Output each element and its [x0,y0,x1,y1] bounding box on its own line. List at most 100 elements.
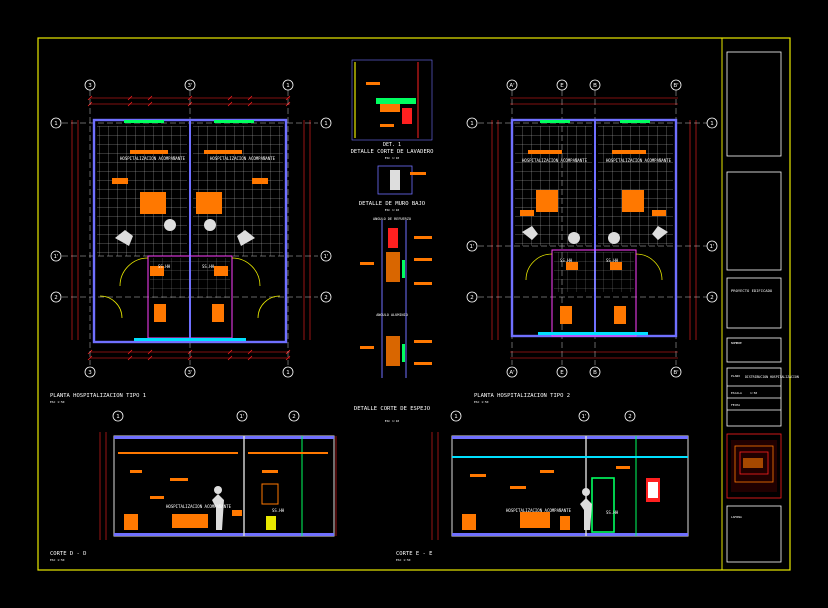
section-1-scale: ESC 1:50 [50,558,65,562]
title-block [726,51,782,563]
sectiond-axis-0-bubble [112,410,124,422]
title-block-thumbnail [731,440,777,492]
room-label-2b: HOSPITALIZACION ACOMPAÑANTE [606,158,672,163]
section-d-bath-label: SS.HH [272,508,285,513]
plan1-right-axis-0-label: 1 [324,121,328,127]
plan1-left-axis-0-bubble [50,117,62,129]
plan2-top-axis-3-bubble [670,79,682,91]
bath-label-1a: SS.HH [158,264,171,269]
section-d-room-label: HOSPITALIZACION ACOMPAÑANTE [166,504,232,509]
sectione-axis-2-label: 2 [628,414,632,420]
detail-column: DET. 1 DETALLE CORTE DE LAVADERO ESC 1:1… [351,59,433,423]
plan2-bottom-axis-2-label: B [593,370,597,376]
plan2-left-axis-0-bubble [466,117,478,129]
plan2-top-axis-0-bubble [506,79,518,91]
plan1-left-axis-2-bubble [50,291,62,303]
sheet-border [37,37,791,571]
detail-1-prefix: DET. 1 [383,142,401,148]
sectiond-axis-1-label: 1' [239,414,244,420]
plan2-bottom-axis-1-label: E [560,370,564,376]
plan-tipo-1: HOSPITALIZACION ACOMPAÑANTE HOSPITALIZAC… [62,90,318,365]
angle-label-1: ANGULO DE REFUERZO [373,217,411,221]
plan2-top-axis-1-bubble [556,79,568,91]
tb-row-lamina: LAMINA [731,515,742,519]
plan2-left-axis-2-label: 2 [470,295,474,301]
plan2-right-axis-1-bubble [706,240,718,252]
sectiond-axis-2-bubble [288,410,300,422]
section-e-room-label: HOSPITALIZACION ACOMPAÑANTE [506,508,572,513]
plan2-right-axis-2-bubble [706,291,718,303]
plan-tipo-2: HOSPITALIZACION ACOMPAÑANTE HOSPITALIZAC… [478,90,716,365]
plan1-right-axis-1-label: 1' [323,254,328,260]
plan2-bottom-axis-3-bubble [670,366,682,378]
plan2-top-axis-2-label: B [593,83,597,89]
plan2-bottom-axis-2-bubble [589,366,601,378]
plan2-left-axis-1-bubble [466,240,478,252]
plan1-right-axis-0-bubble [320,117,332,129]
plan-2-title: PLANTA HOSPITALIZACION TIPO 2 [474,393,570,399]
detail-1-scale: ESC 1:10 [385,156,400,160]
plan1-bottom-axis-1-label: 3' [187,370,192,376]
tb-row-nombre: NOMBRE [731,341,742,345]
bath-label-2b: SS.HH [606,258,619,263]
tb-row-fecha: FECHA [731,403,740,407]
detail-2-title: DETALLE DE MURO BAJO [359,201,425,207]
detail-2-scale: ESC 1:10 [385,208,400,212]
plan1-left-axis-1-bubble [50,250,62,262]
sectiond-axis-1-bubble [236,410,248,422]
detail-3-scale: ESC 1:10 [385,419,400,423]
tb-plan-name: DISTRIBUCION HOSPITALIZACION [745,375,799,379]
plan-1-scale: ESC 1:50 [50,400,65,404]
plan-2-scale: ESC 1:50 [474,400,489,404]
plan1-top-axis-1-label: 3' [187,83,192,89]
plan2-left-axis-0-label: 1 [470,121,474,127]
plan1-bottom-axis-0-label: 3 [88,370,92,376]
section-2-scale: ESC 1:50 [396,558,411,562]
sectiond-axis-2-label: 2 [292,414,296,420]
sectione-axis-2-bubble [624,410,636,422]
plan1-bottom-axis-2-label: 1 [286,370,290,376]
plan1-top-axis-0-label: 3 [88,83,92,89]
plan2-top-axis-1-label: E [560,83,564,89]
sectiond-axis-0-label: 1 [116,414,120,420]
plan1-bottom-axis-1-bubble [184,366,196,378]
plan2-right-axis-2-label: 2 [710,295,714,301]
plan2-bottom-axis-1-bubble [556,366,568,378]
plan1-left-axis-0-label: 1 [54,121,58,127]
plan2-right-axis-1-label: 1' [709,244,714,250]
plan2-left-axis-2-bubble [466,291,478,303]
section-d-d: HOSPITALIZACION ACOMPAÑANTE SS.HH [99,432,337,540]
plan2-top-axis-2-bubble [589,79,601,91]
tb-row-escala: ESCALA [731,391,742,395]
sectione-axis-0-bubble [450,410,462,422]
plan2-right-axis-0-label: 1 [710,121,714,127]
plan1-left-axis-1-label: 1' [53,254,58,260]
sectione-axis-0-label: 1 [454,414,458,420]
plan1-top-axis-0-bubble [84,79,96,91]
room-label-2a: HOSPITALIZACION ACOMPAÑANTE [522,158,588,163]
sectione-axis-1-bubble [578,410,590,422]
plan1-right-axis-2-label: 2 [324,295,328,301]
plan1-right-axis-2-bubble [320,291,332,303]
tb-scale-value: 1:50 [750,391,757,395]
plan2-bottom-axis-0-label: A' [509,370,514,376]
section-1-title: CORTE D - D [50,551,86,557]
plan1-right-axis-1-bubble [320,250,332,262]
plan2-bottom-axis-3-label: B' [673,370,678,376]
room-label-1a: HOSPITALIZACION ACOMPAÑANTE [120,156,186,161]
plan2-top-axis-0-label: A' [509,83,514,89]
plan1-top-axis-2-bubble [282,79,294,91]
plan1-top-axis-2-label: 1 [286,83,290,89]
plan2-top-axis-3-label: B' [673,83,678,89]
bath-label-2a: SS.HH [560,258,573,263]
angle-label-2: ANGULO ALUMINIO [376,313,408,317]
tb-row-plano: PLANO [731,374,740,378]
project-label: PROYECTO EDIFICADO [731,288,773,293]
section-2-title: CORTE E - E [396,551,432,557]
plan1-top-axis-1-bubble [184,79,196,91]
plan2-left-axis-1-label: 1' [469,244,474,250]
plan1-bottom-axis-2-bubble [282,366,294,378]
room-label-1b: HOSPITALIZACION ACOMPAÑANTE [210,156,276,161]
